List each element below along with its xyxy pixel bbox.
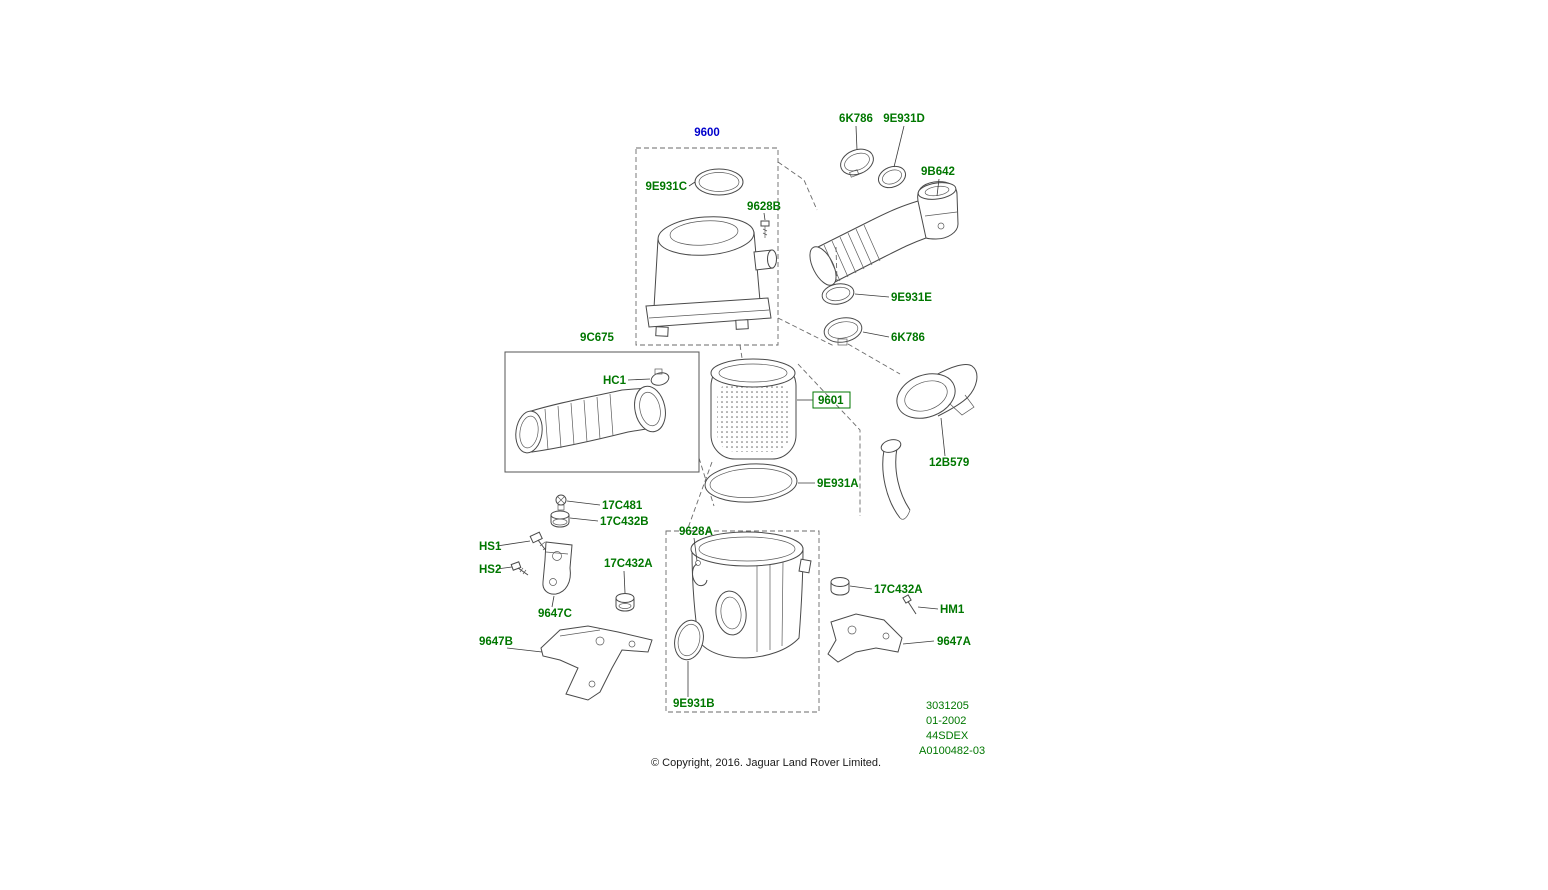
part-label-9e931d[interactable]: 9E931D: [883, 113, 925, 125]
clamp-6k786-top-drawing: [840, 148, 874, 178]
doc-number: 3031205: [926, 700, 969, 712]
air-cleaner-cover-drawing: [645, 216, 777, 337]
part-label-9628a[interactable]: 9628A: [679, 526, 713, 538]
part-label-9601[interactable]: 9601: [818, 395, 844, 407]
assembly-box-housing: [665, 530, 820, 713]
part-label-17c481[interactable]: 17C481: [602, 500, 643, 512]
part-label-hc1[interactable]: HC1: [603, 375, 627, 387]
doc-date: 01-2002: [926, 715, 966, 727]
part-label-9c675[interactable]: 9C675: [580, 332, 614, 344]
selected-part-highlight-box: [812, 391, 851, 409]
part-label-9e931e[interactable]: 9E931E: [891, 292, 932, 304]
assembly-box-9600: [635, 147, 779, 346]
intake-hose-drawing: [809, 181, 959, 286]
air-filter-element-drawing: [710, 358, 797, 460]
air-cleaner-housing-drawing: [690, 531, 812, 659]
clamp-6k786-mid-drawing: [823, 317, 863, 346]
part-label-9e931c[interactable]: 9E931C: [645, 181, 687, 193]
maf-sensor-drawing: [896, 363, 978, 419]
callout-labels: 6K786 9E931D 9B642 9600 9E931C 9628B 9E9…: [479, 113, 971, 710]
sheet-info-block: 3031205 01-2002 44SDEX A0100482-03: [919, 700, 985, 757]
bracket-9647b-drawing: [540, 625, 653, 701]
part-label-6k786-mid[interactable]: 6K786: [891, 332, 925, 344]
part-label-17c432b[interactable]: 17C432B: [600, 516, 649, 528]
part-label-hs1[interactable]: HS1: [479, 541, 502, 553]
seal-9e931d-drawing: [877, 165, 907, 189]
breather-tube-drawing: [880, 439, 911, 520]
grommet-17c432a-right-drawing: [830, 577, 850, 596]
intake-elbow-duct-drawing: [515, 385, 666, 454]
part-label-9647c[interactable]: 9647C: [538, 608, 572, 620]
gasket-9e931a-drawing: [704, 463, 798, 503]
seal-9e931c-drawing: [694, 168, 744, 196]
part-label-9e931b[interactable]: 9E931B: [673, 698, 715, 710]
clip-9628a-drawing: [692, 560, 708, 587]
drawing-ref: A0100482-03: [919, 745, 985, 757]
part-label-6k786-top[interactable]: 6K786: [839, 113, 873, 125]
part-label-12b579[interactable]: 12B579: [929, 457, 969, 469]
oring-9e931b-drawing: [674, 619, 704, 661]
copyright-notice: © Copyright, 2016. Jaguar Land Rover Lim…: [651, 757, 881, 769]
part-label-hs2[interactable]: HS2: [479, 564, 501, 576]
screw-hs2-drawing: [510, 561, 529, 576]
part-label-9b642[interactable]: 9B642: [921, 166, 955, 178]
part-label-17c432a-right[interactable]: 17C432A: [874, 584, 923, 596]
doc-code: 44SDEX: [926, 730, 969, 742]
assembly-label-9600[interactable]: 9600: [694, 127, 720, 139]
part-label-9e931a[interactable]: 9E931A: [817, 478, 859, 490]
reference-box-9c675: [504, 351, 700, 473]
part-label-17c432a-left[interactable]: 17C432A: [604, 558, 653, 570]
part-label-9628b[interactable]: 9628B: [747, 201, 781, 213]
clamp-hc1-drawing: [650, 368, 670, 386]
seal-9e931e-drawing: [821, 283, 855, 305]
grommet-17c432b-drawing: [550, 510, 570, 528]
screw-17c481-drawing: [555, 494, 567, 511]
part-label-hm1[interactable]: HM1: [940, 604, 965, 616]
part-label-9647b[interactable]: 9647B: [479, 636, 513, 648]
bracket-9647c-drawing: [542, 541, 573, 595]
bracket-9647a-drawing: [827, 613, 903, 663]
part-label-9647a[interactable]: 9647A: [937, 636, 971, 648]
pin-hm1-drawing: [902, 594, 917, 615]
grommet-17c432a-left-drawing: [615, 593, 635, 612]
callout-leader-lines: [496, 125, 946, 697]
bolt-9628b-drawing: [760, 220, 770, 238]
